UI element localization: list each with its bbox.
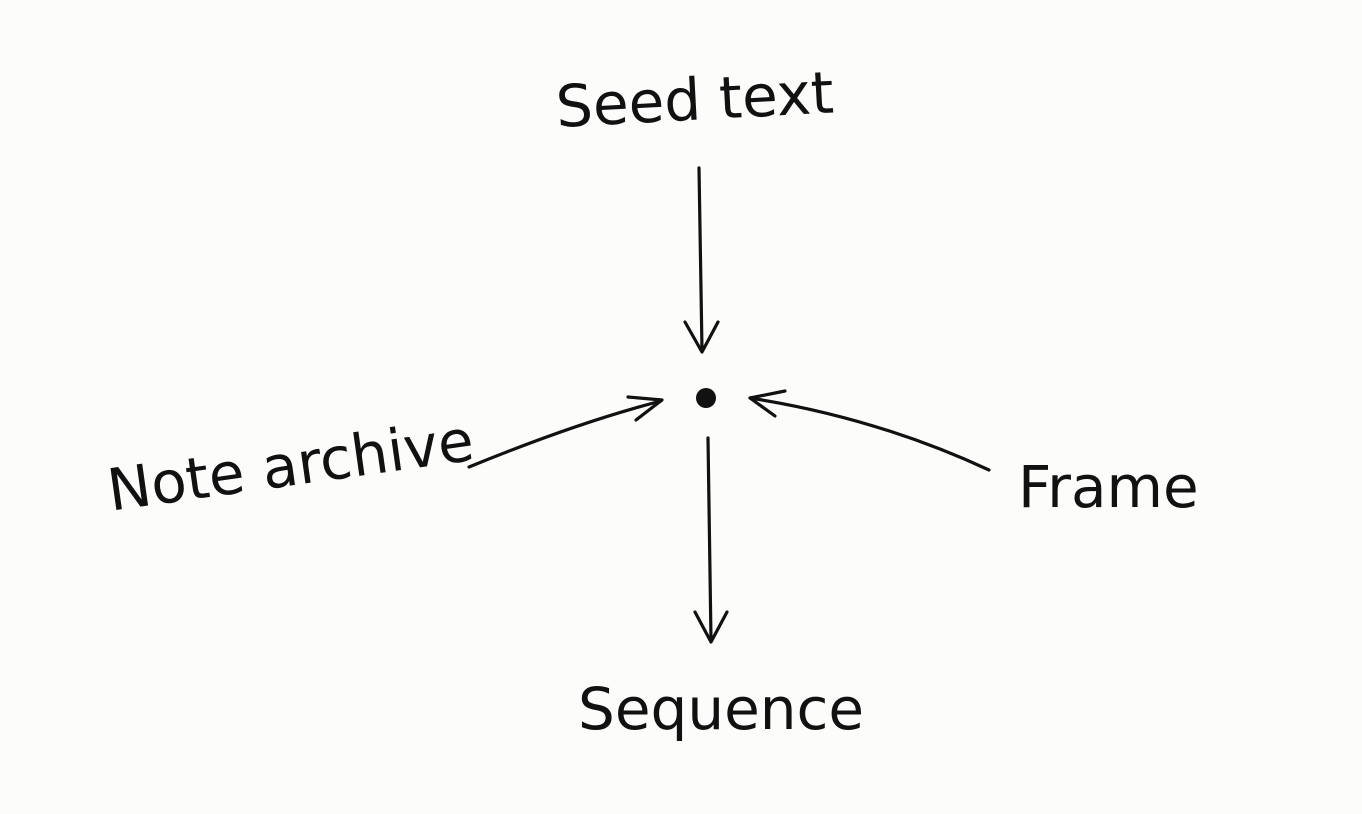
node-seed-text: Seed text [554,58,836,141]
arrow-archive-to-center [467,395,664,469]
center-dot [696,388,716,408]
node-frame: Frame [1018,453,1199,521]
arrow-frame-to-center [748,389,991,472]
arrow-center-to-sequence [693,436,729,644]
arrow-seed-to-center [683,166,720,354]
node-sequence: Sequence [578,675,865,743]
